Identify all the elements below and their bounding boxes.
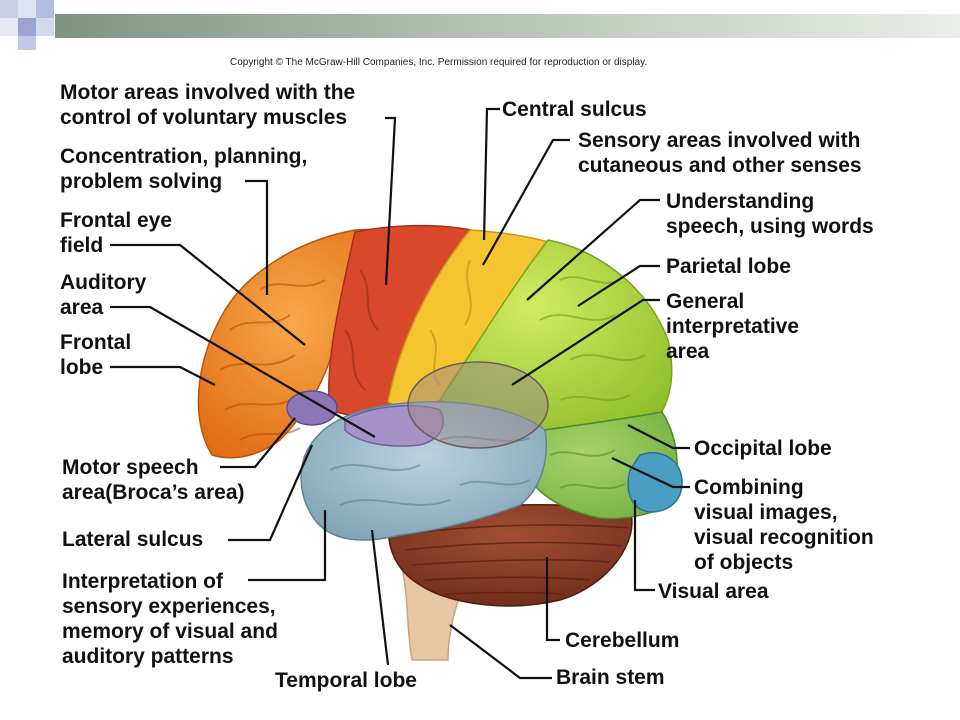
label-line: Visual area	[658, 580, 769, 603]
label-line: memory of visual and	[62, 620, 278, 643]
label-auditory-area: Auditory area	[60, 270, 146, 320]
label-line: Concentration, planning,	[60, 145, 308, 168]
label-visual-area: Visual area	[658, 579, 769, 604]
label-line: Occipital lobe	[694, 437, 832, 460]
label-line: area(Broca’s area)	[62, 481, 245, 504]
label-line: problem solving	[60, 170, 223, 193]
label-line: Combining	[694, 476, 804, 499]
label-lateral-sulcus: Lateral sulcus	[62, 527, 203, 552]
label-parietal-lobe: Parietal lobe	[666, 254, 791, 279]
label-understanding-speech: Understanding speech, using words	[666, 189, 874, 239]
label-line: visual images,	[694, 501, 838, 524]
label-sensory-areas: Sensory areas involved with cutaneous an…	[578, 128, 862, 178]
label-line: control of voluntary muscles	[60, 106, 348, 129]
label-line: Motor speech	[62, 456, 199, 479]
label-motor-areas: Motor areas involved with the control of…	[60, 80, 355, 130]
label-line: Cerebellum	[565, 629, 680, 652]
label-line: cutaneous and other senses	[578, 154, 862, 177]
label-line: Lateral sulcus	[62, 528, 204, 551]
label-cerebellum: Cerebellum	[565, 628, 679, 653]
label-line: General	[666, 290, 745, 313]
broca-area-shape	[286, 390, 338, 426]
label-line: field	[60, 234, 104, 257]
visual-area-shape	[627, 452, 683, 513]
label-line: area	[666, 340, 710, 363]
label-motor-speech: Motor speech area(Broca’s area)	[62, 455, 245, 505]
label-line: visual recognition	[694, 526, 874, 549]
label-line: sensory experiences,	[62, 595, 276, 618]
label-line: Interpretation of	[62, 570, 223, 593]
label-concentration: Concentration, planning, problem solving	[60, 144, 307, 194]
label-line: interpretative	[666, 315, 800, 338]
label-line: Understanding	[666, 190, 815, 213]
label-line: Motor areas involved with the	[60, 81, 356, 104]
label-line: lobe	[60, 356, 104, 379]
label-line: auditory patterns	[62, 645, 234, 668]
label-line: of objects	[694, 551, 794, 574]
label-central-sulcus: Central sulcus	[502, 97, 647, 122]
label-line: Frontal	[60, 331, 132, 354]
leader-lines	[110, 107, 690, 680]
label-line: Brain stem	[556, 666, 665, 689]
label-line: Frontal eye	[60, 209, 173, 232]
label-line: Sensory areas involved with	[578, 129, 861, 152]
label-line: Auditory	[60, 271, 147, 294]
label-interpretation: Interpretation of sensory experiences, m…	[62, 569, 278, 669]
label-combining-visual: Combining visual images, visual recognit…	[694, 475, 874, 575]
title-bar-decoration	[0, 0, 960, 50]
label-frontal-lobe: Frontal lobe	[60, 330, 131, 380]
label-line: speech, using words	[666, 215, 874, 238]
label-general-interpretative: General interpretative area	[666, 289, 799, 364]
label-line: Temporal lobe	[275, 669, 417, 692]
label-occipital-lobe: Occipital lobe	[694, 436, 832, 461]
label-frontal-eye-field: Frontal eye field	[60, 208, 172, 258]
copyright-notice: Copyright © The McGraw-Hill Companies, I…	[230, 57, 648, 68]
label-line: area	[60, 296, 104, 319]
label-line: Central sulcus	[502, 98, 647, 121]
label-temporal-lobe: Temporal lobe	[275, 668, 417, 693]
label-brain-stem: Brain stem	[556, 665, 665, 690]
label-line: Parietal lobe	[666, 255, 791, 278]
